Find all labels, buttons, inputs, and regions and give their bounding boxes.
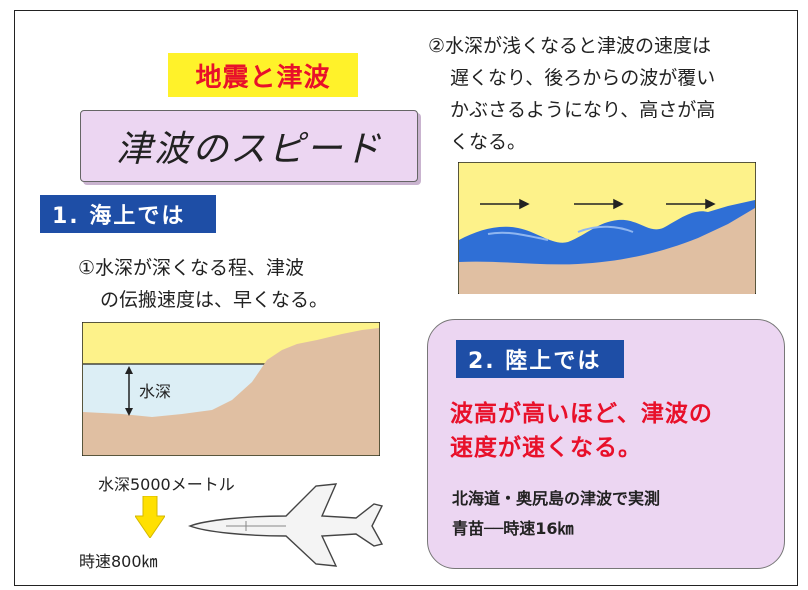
page-frame	[14, 10, 798, 586]
depth-label: 水深	[139, 382, 172, 401]
measurement-title: 北海道・奥尻島の津波で実測	[452, 489, 661, 508]
measurement-value: 青苗──時速16㎞	[452, 519, 574, 538]
section-heading-sea: 1. 海上では	[40, 195, 216, 233]
page-title: 地震と津波	[168, 53, 358, 97]
sea-description-line-1: ①水深が深くなる程、津波	[78, 257, 305, 279]
jet-plane-icon	[188, 483, 384, 567]
shallow-description-line-1: ②水深が浅くなると津波の速度は	[428, 35, 712, 57]
sea-speed-value: 時速800㎞	[79, 552, 158, 571]
shallow-description-line-2: 遅くなり、後ろからの波が覆い	[450, 67, 716, 89]
land-highlight-line-1: 波高が高いほど、津波の	[450, 401, 713, 427]
shallow-description: ②水深が浅くなると津波の速度は 遅くなり、後ろからの波が覆い かぶさるようになり…	[428, 30, 715, 158]
deep-sea-diagram	[82, 322, 380, 456]
wave-arrow-icon	[480, 198, 716, 210]
subtitle-box: 津波のスピード	[80, 110, 418, 182]
land-highlight-line-2: 速度が速くなる。	[450, 435, 642, 461]
sea-description-line-2: の伝搬速度は、早くなる。	[100, 289, 329, 311]
shallow-description-line-4: くなる。	[450, 131, 527, 153]
shallow-description-line-3: かぶさるようになり、高さが高	[450, 99, 716, 121]
down-arrow-icon	[135, 496, 165, 538]
land-highlight: 波高が高いほど、津波の 速度が速くなる。	[450, 397, 713, 465]
sea-description: ①水深が深くなる程、津波 の伝搬速度は、早くなる。	[78, 252, 328, 316]
shallow-wave-diagram	[458, 162, 756, 294]
depth-value: 水深5000メートル	[98, 475, 235, 494]
section-heading-land: 2. 陸上では	[456, 340, 624, 378]
